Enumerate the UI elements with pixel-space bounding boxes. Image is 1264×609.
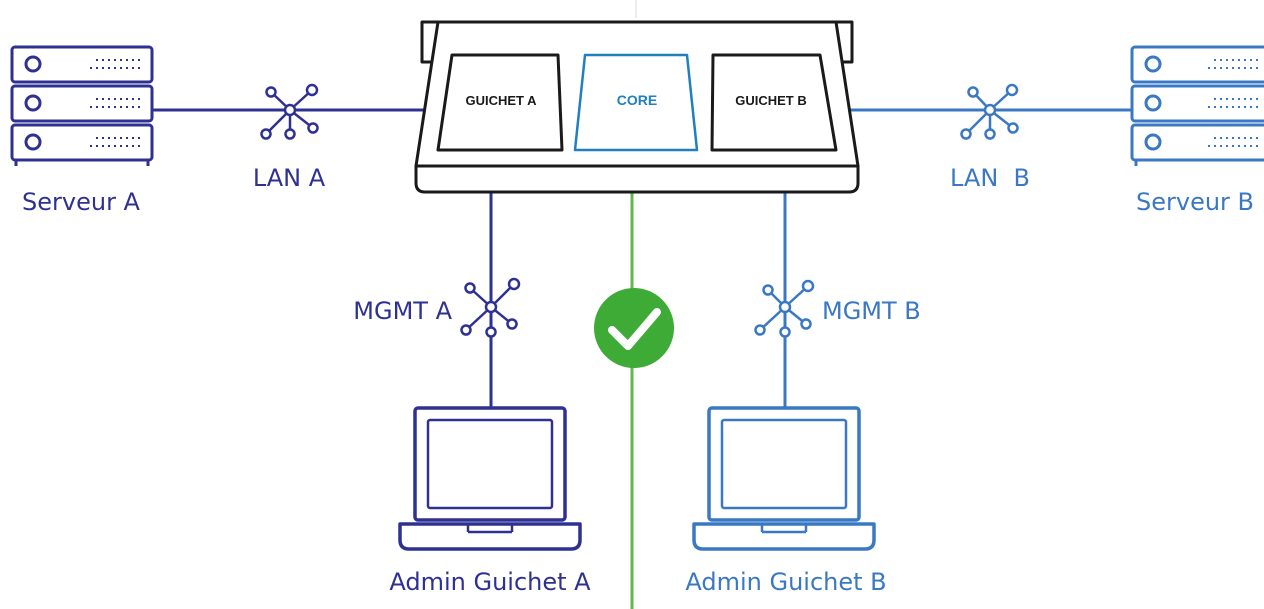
- laptop-icon: [692, 406, 876, 551]
- network-hub-icon: [460, 277, 521, 338]
- network-hub-icon: [960, 83, 1019, 140]
- server-b-label: Serveur B: [1136, 188, 1254, 216]
- panel-core-label: CORE: [617, 92, 657, 108]
- mgmt-b-label: MGMT B: [822, 297, 921, 325]
- checkmark-icon: [594, 288, 674, 368]
- appliance: [414, 20, 860, 194]
- laptop-icon: [398, 406, 582, 551]
- admin-b-label: Admin Guichet B: [685, 568, 886, 596]
- server-rack-icon: [10, 45, 154, 166]
- panel-guichet-a: [436, 53, 564, 152]
- lan-b-label: LAN B: [950, 164, 1030, 192]
- network-hub-icon: [260, 83, 319, 140]
- network-hub-icon: [754, 279, 815, 338]
- appliance-front: [414, 164, 860, 194]
- admin-a-label: Admin Guichet A: [389, 568, 591, 596]
- server-a-label: Serveur A: [22, 188, 141, 216]
- panel-core: [573, 53, 699, 152]
- panel-guichet-a-label: GUICHET A: [465, 93, 537, 108]
- mgmt-a-label: MGMT A: [353, 297, 452, 325]
- panel-guichet-b: [710, 53, 838, 152]
- lan-a-label: LAN A: [253, 164, 326, 192]
- panel-guichet-b-label: GUICHET B: [735, 93, 807, 108]
- server-rack-icon: [1130, 45, 1264, 166]
